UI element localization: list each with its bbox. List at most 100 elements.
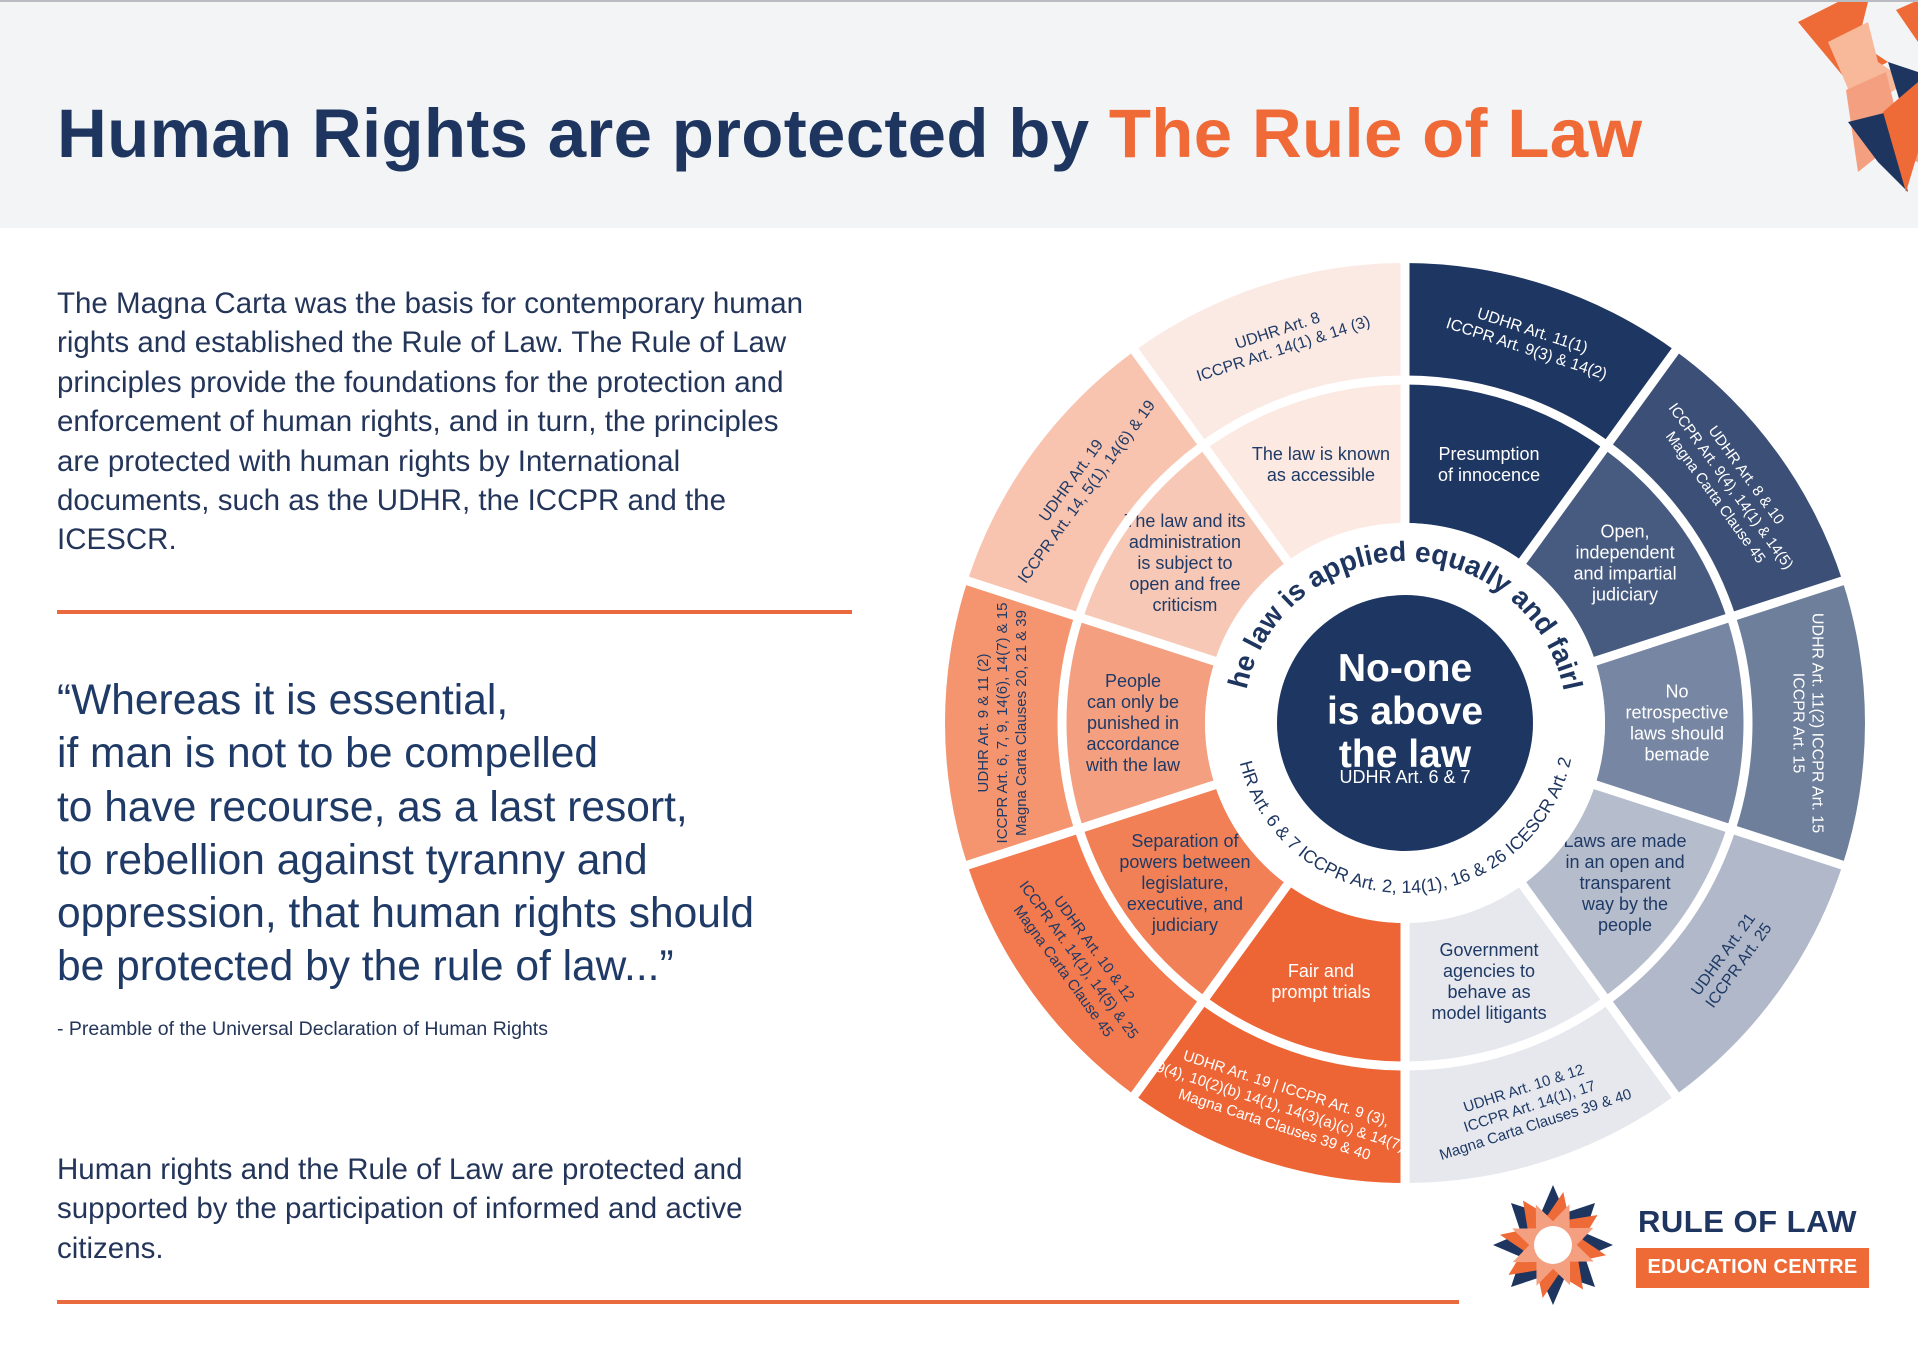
quote-line: to have recourse, as a last resort,	[57, 783, 688, 831]
principle-label-line: open and free	[1129, 574, 1240, 594]
principle-segment-judiciary	[1522, 445, 1732, 662]
principle-label-line: transparent	[1580, 873, 1671, 893]
quote-line: “Whereas it is essential,	[57, 677, 509, 724]
principle-label-line: agencies to	[1443, 961, 1535, 981]
reference-label-line: ICCPR Art. 15	[1790, 673, 1807, 774]
reference-segment-presumption	[1405, 263, 1676, 446]
intro-paragraph: The Magna Carta was the basis for contem…	[57, 287, 804, 557]
principle-segment-presumption	[1405, 380, 1607, 562]
quote-line: oppression, that human rights should	[57, 890, 754, 938]
segment-divider	[964, 575, 1219, 667]
principle-segment-transparent	[1522, 784, 1732, 1001]
title-part-navy: Human Rights are protected by	[57, 95, 1109, 172]
principle-label-line: model litigants	[1432, 1003, 1547, 1023]
logo-subtitle: EDUCATION CENTRE	[1647, 1256, 1858, 1278]
reference-segment-transparent	[1606, 828, 1843, 1096]
principle-label-line: is subject to	[1137, 553, 1232, 573]
principle-label-line: powers between	[1119, 852, 1250, 872]
reference-segment-accessible	[1134, 263, 1405, 446]
principle-label-line: judiciary	[1151, 915, 1218, 935]
principle-segment-litigants	[1405, 884, 1607, 1066]
rule-of-law-logo: RULE OF LAW EDUCATION CENTRE	[1488, 1180, 1908, 1310]
principle-label-line: with the law	[1085, 755, 1181, 775]
principle-label-line: Presumption	[1439, 444, 1540, 464]
reference-segment-trials	[1134, 1000, 1405, 1183]
udhr-preamble-quote: “Whereas it is essential, if man is not …	[57, 674, 897, 994]
reference-segment-litigants	[1405, 1000, 1676, 1183]
principle-label-line: punished in	[1087, 713, 1179, 733]
reference-label-retrospective: UDHR Art. 11(2) ICCPR Art. 15ICCPR Art. …	[1790, 613, 1826, 833]
principle-label-line: Fair and	[1288, 961, 1354, 981]
segment-divider	[1129, 346, 1293, 566]
logo-title: RULE OF LAW	[1638, 1204, 1858, 1239]
principle-label-line: in an open and	[1565, 852, 1684, 872]
center-heading-line: No-one	[1338, 647, 1472, 690]
reference-label-line: ICCPR Art. 6, 7, 9, 14(6), 14(7) & 15	[994, 603, 1011, 844]
principle-label-line: behave as	[1448, 982, 1531, 1002]
principle-label-line: criticism	[1152, 595, 1217, 615]
center-heading-line: is above	[1327, 690, 1483, 733]
reference-label-line: UDHR Art. 11(2) ICCPR Art. 15	[1809, 613, 1826, 833]
reference-segment-punished	[944, 580, 1079, 866]
page-header: Human Rights are protected by The Rule o…	[0, 2, 1918, 228]
orange-divider-top	[57, 610, 852, 614]
reference-label-line: Magna Carta Clauses 20, 21 & 39	[1013, 610, 1030, 836]
principle-label-line: Open,	[1601, 522, 1650, 542]
reference-label-punished: UDHR Art. 9 & 11 (2)ICCPR Art. 6, 7, 9, …	[975, 603, 1030, 844]
principle-label-line: laws should	[1630, 724, 1724, 744]
principle-label-line: No	[1665, 682, 1688, 702]
principle-label-line: The law and its	[1124, 511, 1245, 531]
top-border-line	[0, 0, 1918, 2]
principle-label-line: way by the	[1581, 894, 1668, 914]
ring-divider	[1057, 375, 1753, 1071]
center-subtext: UDHR Art. 6 & 7	[1339, 767, 1470, 787]
principle-label-line: The law is known	[1252, 444, 1390, 464]
orange-divider-bottom	[57, 1300, 1459, 1304]
principle-label-line: judiciary	[1591, 585, 1658, 605]
principle-label-line: administration	[1129, 532, 1241, 552]
principle-label-line: executive, and	[1127, 894, 1243, 914]
quote-line: be protected by the rule of law...”	[57, 943, 674, 991]
reference-segment-judiciary	[1606, 350, 1843, 618]
principle-segment-separation	[1078, 784, 1288, 1001]
principle-label-line: people	[1598, 915, 1652, 935]
principle-label-line: and impartial	[1574, 564, 1677, 584]
principle-label-line: Separation of	[1131, 831, 1239, 851]
principle-segment-punished	[1062, 617, 1215, 829]
center-circle	[1277, 595, 1533, 851]
principle-label-line: bemade	[1644, 745, 1709, 765]
center-heading-line: the law	[1339, 733, 1472, 776]
principle-label-line: retrospective	[1625, 703, 1728, 723]
reference-segment-separation	[967, 828, 1204, 1096]
reference-segment-criticism	[967, 350, 1204, 618]
principle-segment-criticism	[1078, 445, 1288, 662]
principle-label-line: People	[1105, 671, 1161, 691]
principle-label-line: independent	[1575, 543, 1674, 563]
logo-subtitle-badge: EDUCATION CENTRE	[1636, 1248, 1869, 1288]
principle-label-line: Laws are made	[1564, 831, 1687, 851]
principle-segment-retrospective	[1595, 617, 1748, 829]
principle-label-line: accordance	[1086, 734, 1179, 754]
starburst-logo-icon	[1493, 1185, 1613, 1305]
quote-line: if man is not to be compelled	[57, 730, 598, 778]
reference-label-line: UDHR Art. 9 & 11 (2)	[975, 654, 992, 793]
principle-label-line: Government	[1440, 940, 1539, 960]
page-title: Human Rights are protected by The Rule o…	[57, 94, 1642, 173]
segment-divider	[1129, 880, 1293, 1100]
quote-source: - Preamble of the Universal Declaration …	[57, 1018, 548, 1040]
segment-divider	[964, 779, 1219, 871]
reference-segment-retrospective	[1731, 580, 1865, 866]
corner-star-decoration	[1798, 2, 1918, 192]
quote-line: to rebellion against tyranny and	[57, 836, 648, 884]
segment-divider	[1591, 575, 1846, 667]
